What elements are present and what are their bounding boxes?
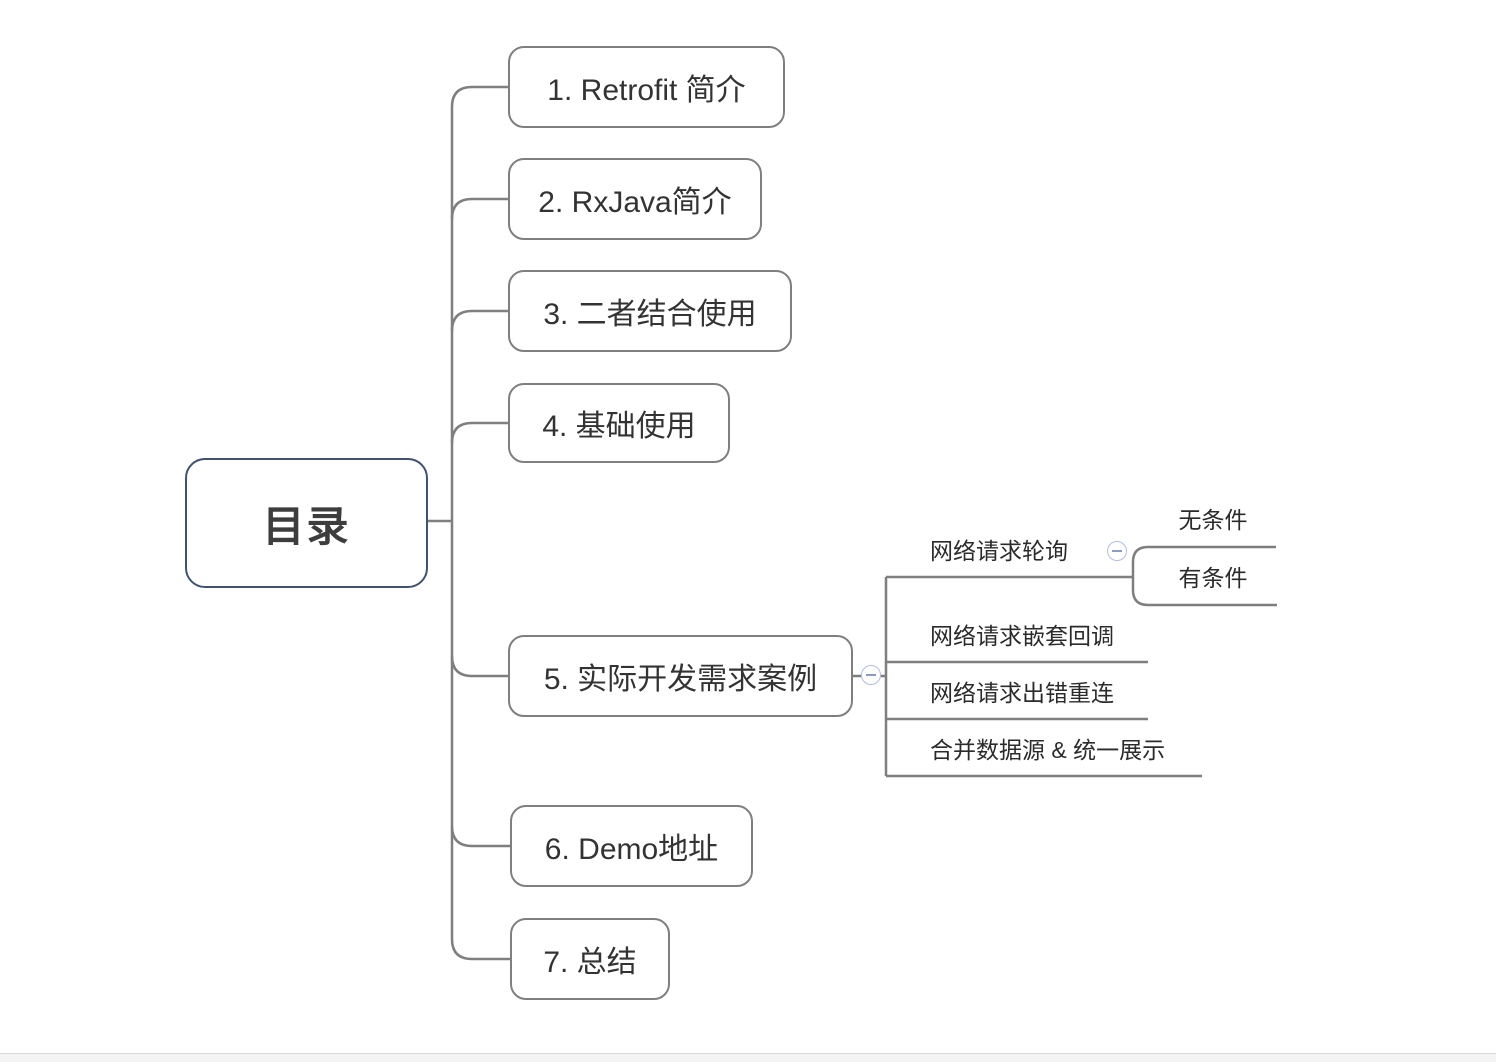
topic-6-demo-address[interactable]: 6. Demo地址 (510, 805, 753, 887)
topic-label: 1. Retrofit 简介 (547, 74, 746, 107)
collapse-minus-icon-polling[interactable] (1107, 541, 1127, 561)
branch-topic-1 (450, 85, 508, 108)
topic-5-dev-cases[interactable]: 5. 实际开发需求案例 (508, 635, 853, 717)
topic-label: 3. 二者结合使用 (543, 298, 757, 331)
branch-topic-7 (450, 938, 510, 961)
branch-topic-4 (450, 421, 508, 444)
subtopic-nested-callback[interactable]: 网络请求嵌套回调 (930, 623, 1114, 649)
root-topic-label: 目录 (262, 502, 351, 550)
minus-icon (866, 674, 876, 676)
root-topic[interactable]: 目录 (185, 458, 428, 588)
collapse-minus-icon-topic5[interactable] (861, 665, 881, 685)
subtopic-error-retry[interactable]: 网络请求出错重连 (930, 680, 1114, 706)
topic-7-summary[interactable]: 7. 总结 (510, 918, 670, 1000)
subtopic-network-polling[interactable]: 网络请求轮询 (930, 538, 1068, 564)
topic-2-rxjava-intro[interactable]: 2. RxJava简介 (508, 158, 762, 240)
topic-label: 6. Demo地址 (544, 833, 719, 866)
topic-label: 5. 实际开发需求案例 (543, 663, 818, 696)
topic-label: 7. 总结 (543, 946, 637, 979)
topic-3-combined-use[interactable]: 3. 二者结合使用 (508, 270, 792, 352)
topic-label: 2. RxJava简介 (538, 186, 732, 219)
subtopic-no-condition[interactable]: 无条件 (1178, 507, 1248, 533)
minus-icon (1112, 550, 1122, 552)
topic-4-basic-use[interactable]: 4. 基础使用 (508, 383, 730, 463)
branch-topic-2 (450, 197, 508, 220)
subtopic-with-condition[interactable]: 有条件 (1178, 565, 1248, 591)
topic-label: 4. 基础使用 (542, 410, 696, 443)
subtopic-merge-data-source[interactable]: 合并数据源 & 统一展示 (930, 737, 1166, 763)
branch-topic-5 (450, 655, 508, 678)
topic-1-retrofit-intro[interactable]: 1. Retrofit 简介 (508, 46, 785, 128)
window-bottom-bar (0, 1053, 1496, 1062)
bracket-and-underlines-grandchildren (1131, 545, 1277, 607)
branch-topic-3 (450, 309, 508, 332)
branch-topic-6 (450, 825, 510, 848)
